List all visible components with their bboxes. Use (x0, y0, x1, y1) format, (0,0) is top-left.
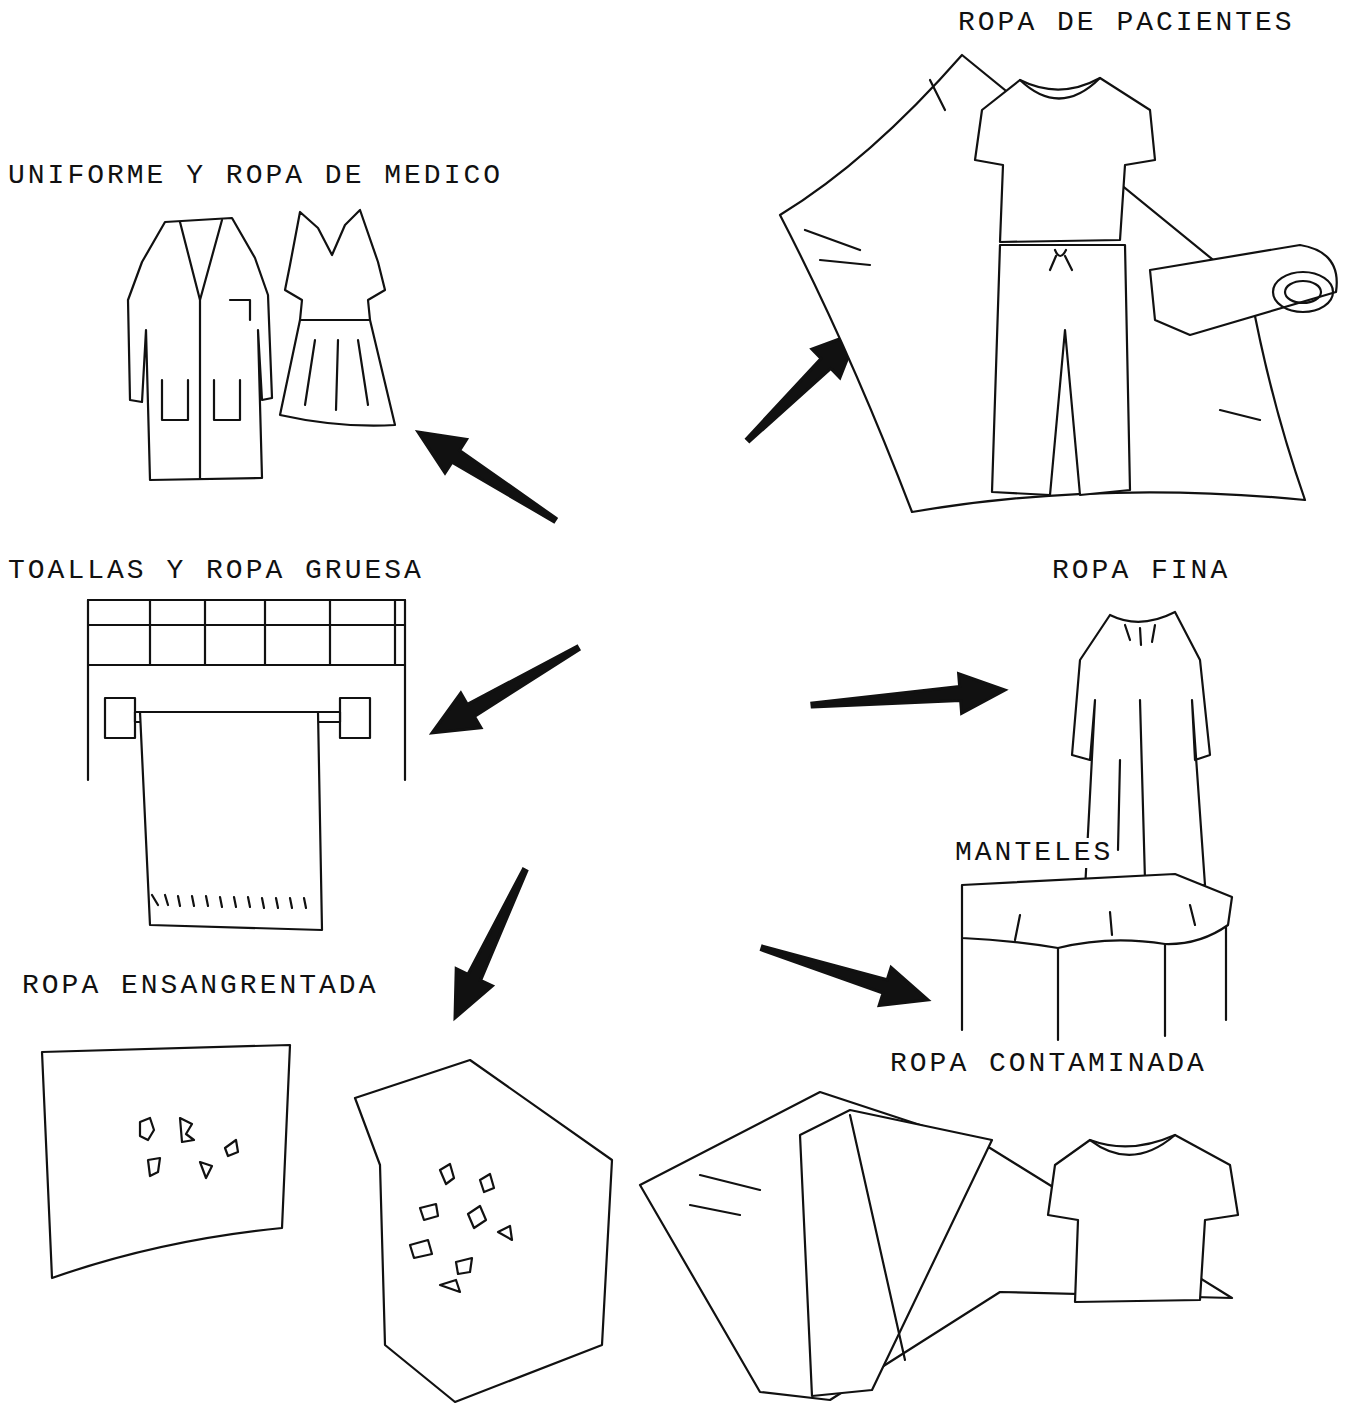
nurse-dress (300, 319, 370, 321)
bloody-linen (200, 1162, 212, 1178)
arrow (455, 869, 527, 1018)
patient-clothes (992, 245, 1130, 495)
fine-gown (1118, 700, 1145, 880)
table-cloth (1015, 905, 1195, 940)
bloody-linen (355, 1060, 612, 1402)
bloody-linen (42, 1045, 612, 1402)
arrow (432, 646, 579, 733)
bloody-linen (225, 1140, 238, 1156)
towel-rack (88, 600, 405, 665)
lab-coat (128, 218, 272, 480)
towel-rack (88, 600, 405, 930)
arrow (761, 946, 928, 1006)
patient-clothes (1285, 281, 1321, 303)
lab-coat (230, 300, 250, 320)
patient-clothes (1273, 272, 1333, 312)
category-label: ROPA CONTAMINADA (888, 1049, 1209, 1079)
fine-gown (1125, 625, 1155, 645)
bloody-linen (148, 1158, 160, 1176)
category-label: ROPA FINA (1050, 556, 1232, 586)
contaminated-linen (640, 1092, 1238, 1400)
towel-rack (150, 600, 395, 665)
table-cloth (962, 874, 1232, 1040)
lab-coat (180, 220, 222, 300)
bloody-linen (480, 1174, 494, 1192)
bloody-linen (140, 1118, 154, 1140)
lab-coat (128, 218, 272, 480)
category-label: ROPA DE PACIENTES (956, 8, 1297, 38)
arrow (747, 332, 858, 441)
lab-coat (199, 300, 201, 478)
category-label: TOALLAS Y ROPA GRUESA (6, 556, 426, 586)
patient-clothes (1020, 78, 1100, 99)
towel-rack (105, 698, 135, 738)
bloody-linen (468, 1206, 486, 1228)
towel-rack (340, 698, 370, 738)
bloody-linen (440, 1280, 460, 1292)
patient-clothes (1050, 250, 1072, 270)
nurse-dress (280, 210, 395, 426)
nurse-dress (280, 210, 395, 426)
bloody-linen (498, 1226, 512, 1240)
bloody-linen (180, 1118, 194, 1142)
arrow (418, 432, 556, 522)
lab-coat (214, 380, 240, 420)
category-label: ROPA ENSANGRENTADA (20, 971, 380, 1001)
bloody-linen (42, 1045, 290, 1278)
patient-clothes (780, 55, 1337, 512)
patient-clothes (975, 78, 1155, 242)
bloody-linen (440, 1164, 454, 1184)
towel-rack (152, 895, 306, 908)
patient-clothes (1150, 245, 1337, 335)
bloody-linen (420, 1204, 438, 1220)
bloody-linen (410, 1240, 432, 1258)
towel-rack (140, 712, 322, 930)
contaminated-linen (1090, 1135, 1175, 1155)
contaminated-linen (800, 1110, 992, 1396)
arrow (812, 674, 1005, 714)
category-label: MANTELES (953, 838, 1115, 868)
table-cloth (962, 874, 1232, 948)
category-label: UNIFORME Y ROPA DE MEDICO (6, 161, 505, 191)
nurse-dress (305, 340, 368, 410)
lab-coat (162, 380, 188, 420)
bloody-linen (456, 1258, 472, 1274)
contaminated-linen (850, 1115, 905, 1360)
contaminated-linen (1048, 1135, 1238, 1302)
